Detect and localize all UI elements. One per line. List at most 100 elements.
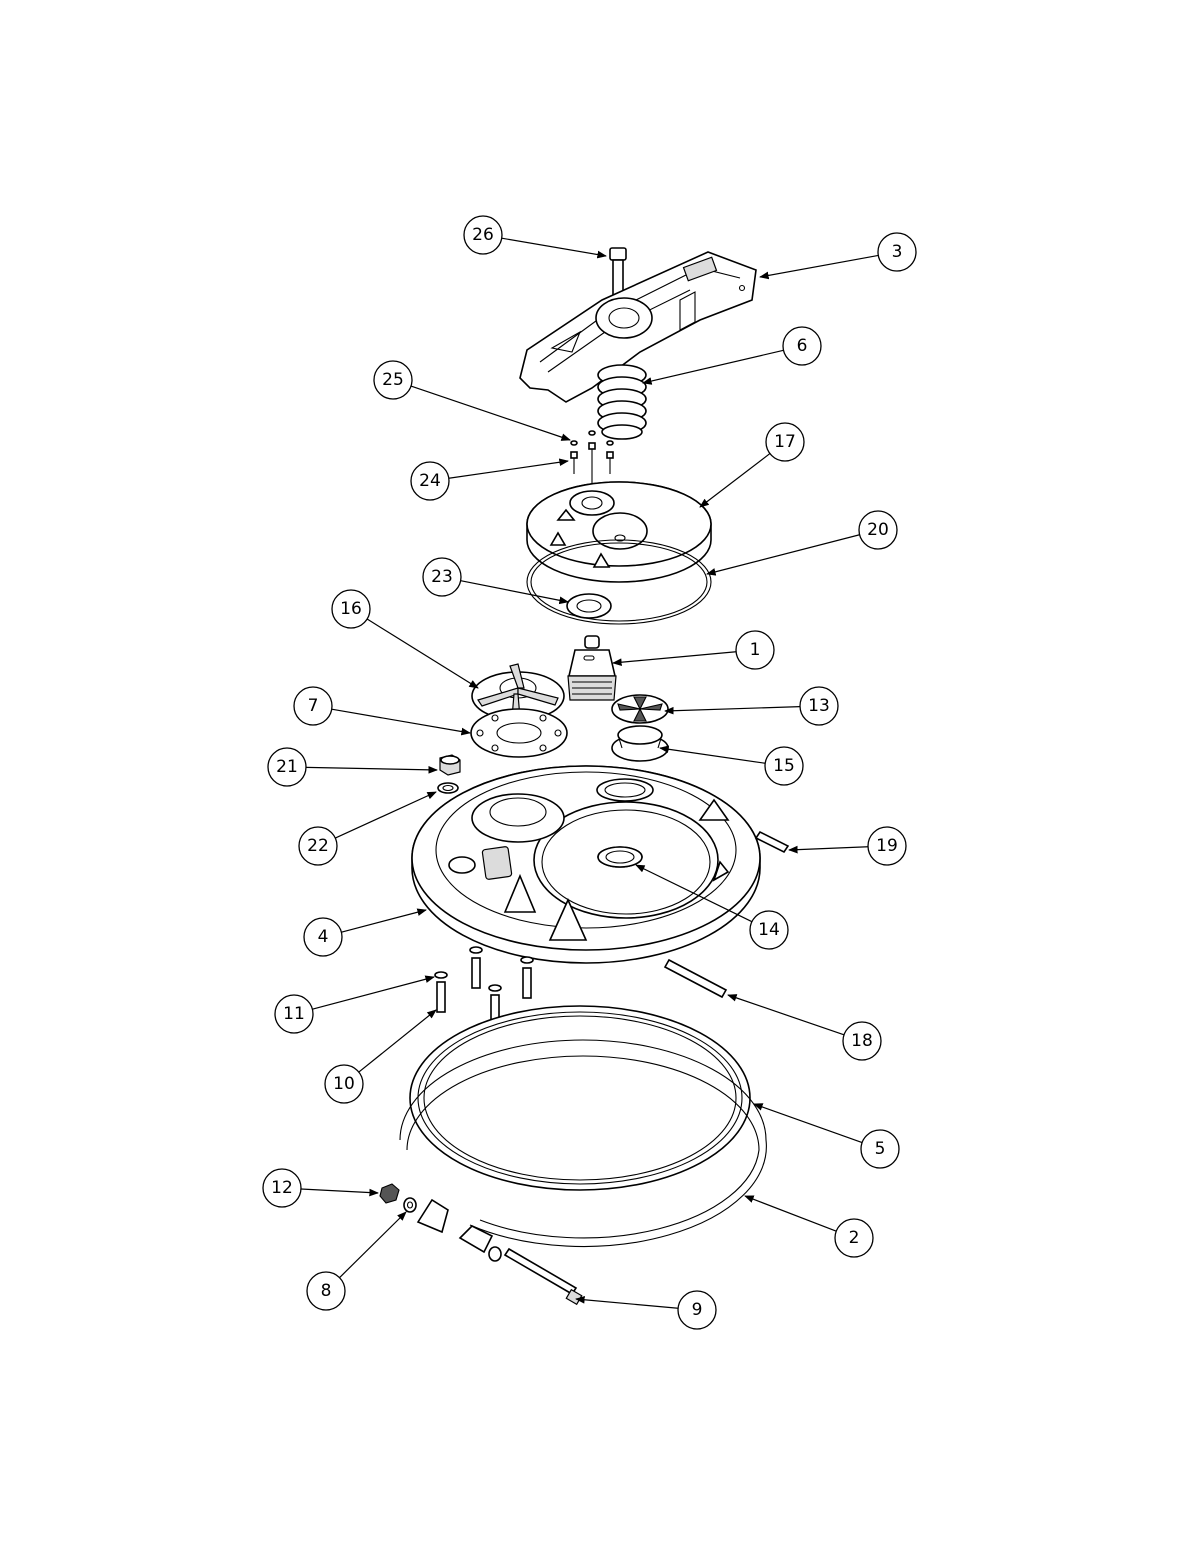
callout-balloon-11: 11 <box>274 994 314 1034</box>
callout-balloon-5: 5 <box>860 1129 900 1169</box>
callout-balloon-25: 25 <box>373 360 413 400</box>
pin-part-19 <box>754 830 790 854</box>
callout-circle <box>422 557 462 597</box>
leader-line-2 <box>744 1195 837 1232</box>
leader-line-5 <box>753 1103 863 1144</box>
callout-label: 14 <box>758 920 780 940</box>
leader-line-13 <box>664 706 801 715</box>
callout-circle <box>782 326 822 366</box>
flange-part-23 <box>566 593 612 619</box>
callout-balloon-22: 22 <box>298 826 338 866</box>
callout-label: 24 <box>419 471 441 491</box>
leader-line-4 <box>341 908 427 933</box>
callout-circle <box>298 826 338 866</box>
nut-part-12 <box>379 1183 400 1204</box>
center-ring-part-14 <box>597 846 643 868</box>
leader-line-18 <box>727 994 845 1036</box>
cap-part-13 <box>611 694 669 724</box>
callout-circle <box>373 360 413 400</box>
callout-label: 5 <box>875 1139 886 1159</box>
callout-circle <box>324 1064 364 1104</box>
bushing-part-22 <box>437 782 459 794</box>
callout-balloon-6: 6 <box>782 326 822 366</box>
callout-balloon-9: 9 <box>677 1290 717 1330</box>
callout-label: 17 <box>774 432 796 452</box>
callout-circle <box>834 1218 874 1258</box>
seal-cup-part-15 <box>611 725 669 762</box>
callout-balloon-19: 19 <box>867 826 907 866</box>
callout-circle <box>267 747 307 787</box>
gasket-plate-part-7 <box>470 708 568 758</box>
callout-balloon-24: 24 <box>410 461 450 501</box>
callout-circle <box>749 910 789 950</box>
callout-balloon-4: 4 <box>303 917 343 957</box>
handle-arm-part-3 <box>519 251 757 403</box>
callout-label: 19 <box>876 836 898 856</box>
callout-label: 11 <box>283 1004 305 1024</box>
callout-circle <box>867 826 907 866</box>
callout-label: 12 <box>271 1178 293 1198</box>
screws-part-24 <box>570 442 614 488</box>
callout-circle <box>860 1129 900 1169</box>
callout-balloon-15: 15 <box>764 746 804 786</box>
leader-line-19 <box>788 845 869 854</box>
callout-label: 13 <box>808 696 830 716</box>
callout-label: 23 <box>431 567 453 587</box>
callout-balloon-23: 23 <box>422 557 462 597</box>
callout-label: 21 <box>276 757 298 777</box>
main-cover-part-4 <box>411 765 761 964</box>
callout-circle <box>331 589 371 629</box>
callout-label: 18 <box>851 1031 873 1051</box>
callout-balloon-16: 16 <box>331 589 371 629</box>
leader-lines <box>300 237 879 1309</box>
callout-circle <box>262 1168 302 1208</box>
callout-balloon-1: 1 <box>735 630 775 670</box>
callout-balloon-3: 3 <box>877 232 917 272</box>
callout-label: 25 <box>382 370 404 390</box>
callout-label: 22 <box>307 836 329 856</box>
callout-label: 6 <box>797 336 808 356</box>
callout-balloon-10: 10 <box>324 1064 364 1104</box>
leader-line-7 <box>331 708 471 736</box>
leader-line-3 <box>759 254 879 280</box>
leader-line-22 <box>335 791 437 839</box>
long-bolt-part-9 <box>488 1246 583 1306</box>
callout-balloon-12: 12 <box>262 1168 302 1208</box>
callout-label: 7 <box>308 696 319 716</box>
gasket-ring-part-20 <box>526 539 712 625</box>
spring-part-6 <box>597 364 647 440</box>
washers-part-25 <box>570 430 614 446</box>
callout-label: 15 <box>773 756 795 776</box>
callout-circle <box>877 232 917 272</box>
callout-label: 9 <box>692 1300 703 1320</box>
callout-balloon-18: 18 <box>842 1021 882 1061</box>
valve-cartridge-part-1 <box>567 635 617 701</box>
rod-part-18 <box>663 958 728 999</box>
leader-line-26 <box>501 237 607 259</box>
leader-line-20 <box>706 534 860 576</box>
callout-balloon-17: 17 <box>765 422 805 462</box>
callout-circle <box>765 422 805 462</box>
leader-line-8 <box>339 1211 407 1279</box>
callout-label: 8 <box>321 1281 332 1301</box>
callout-circle <box>677 1290 717 1330</box>
callout-balloon-2: 2 <box>834 1218 874 1258</box>
callout-circle <box>303 917 343 957</box>
callout-balloon-26: 26 <box>463 215 503 255</box>
top-plate-part-17 <box>526 481 712 583</box>
callout-label: 3 <box>892 242 903 262</box>
callout-circle <box>764 746 804 786</box>
callout-label: 2 <box>849 1228 860 1248</box>
leader-line-1 <box>612 651 737 667</box>
leader-line-14 <box>635 864 753 923</box>
washers-part-11 <box>434 946 534 992</box>
leader-line-23 <box>460 580 569 605</box>
callout-label: 26 <box>472 225 494 245</box>
large-gasket-part-5 <box>409 1005 751 1191</box>
callout-circle <box>842 1021 882 1061</box>
nut-part-21 <box>439 754 461 776</box>
leader-line-24 <box>448 458 569 479</box>
callout-label: 1 <box>750 640 761 660</box>
callout-circle <box>306 1271 346 1311</box>
